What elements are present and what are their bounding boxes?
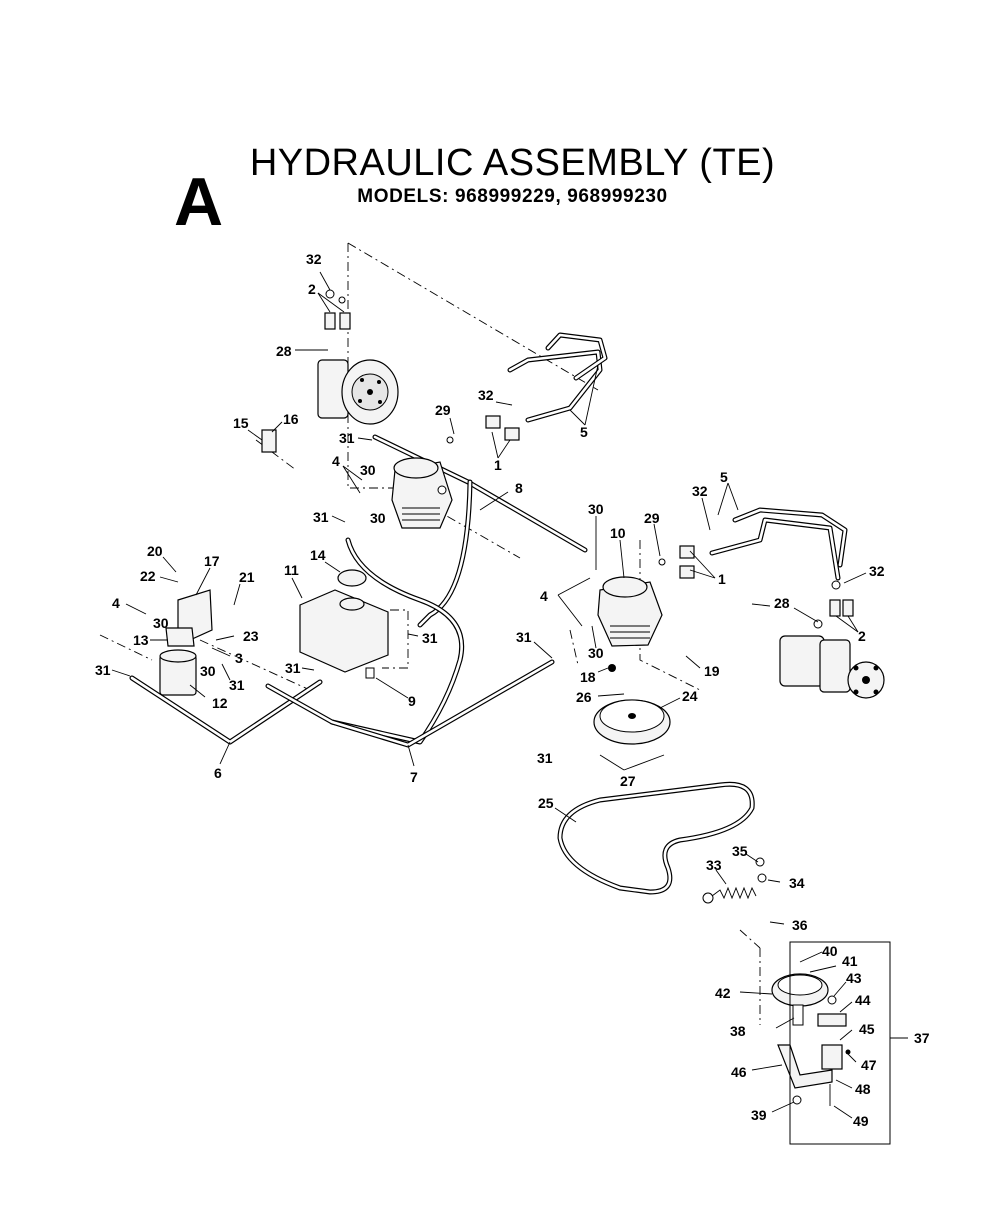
callout-39: 39 [751,1107,767,1123]
callout-31: 31 [285,660,301,676]
callout-2: 2 [308,281,316,297]
pump-pulley [593,699,671,745]
fittings [261,289,854,1105]
callout-18: 18 [580,669,596,685]
right-pump [597,576,663,647]
part-callouts: 32 2 28 32 29 1 5 15 16 31 4 30 30 8 31 … [95,251,930,1129]
callout-38: 38 [730,1023,746,1039]
callout-32: 32 [306,251,322,267]
oil-filter [159,589,213,696]
callout-4: 4 [332,453,340,469]
callout-11: 11 [284,562,299,578]
callout-30: 30 [360,462,376,478]
callout-49: 49 [853,1113,869,1129]
idler-pulley [771,973,847,1089]
callout-14: 14 [310,547,326,563]
upper-pump [391,457,453,529]
callout-10: 10 [610,525,626,541]
callout-31: 31 [516,629,532,645]
callout-22: 22 [140,568,156,584]
callout-3: 3 [235,650,243,666]
callout-31: 31 [422,630,438,646]
callout-45: 45 [859,1021,875,1037]
callout-16: 16 [283,411,299,427]
callout-42: 42 [715,985,731,1001]
callout-37: 37 [914,1030,930,1046]
callout-32: 32 [692,483,708,499]
callout-35: 35 [732,843,748,859]
callout-31: 31 [95,662,111,678]
page-letter: A [174,164,224,240]
callout-13: 13 [133,632,149,648]
callout-40: 40 [822,943,838,959]
drive-belt [557,781,755,895]
callout-30: 30 [588,645,604,661]
callout-44: 44 [855,992,871,1008]
callout-31: 31 [339,430,355,446]
callout-32: 32 [869,563,885,579]
callout-46: 46 [731,1064,747,1080]
callout-4: 4 [540,588,548,604]
callout-29: 29 [435,402,451,418]
callout-29: 29 [644,510,660,526]
callout-26: 26 [576,689,592,705]
reservoir-tank [299,569,389,679]
callout-7: 7 [410,769,418,785]
callout-20: 20 [147,543,163,559]
callout-33: 33 [706,857,722,873]
callout-25: 25 [538,795,554,811]
leader-lines [111,271,908,1119]
callout-24: 24 [682,688,698,704]
callout-8: 8 [515,480,523,496]
callout-5: 5 [720,469,728,485]
callout-6: 6 [214,765,222,781]
callout-32: 32 [478,387,494,403]
callout-30: 30 [200,663,216,679]
callout-47: 47 [861,1057,877,1073]
callout-4: 4 [112,595,120,611]
callout-21: 21 [239,569,255,585]
callout-28: 28 [774,595,790,611]
callout-30: 30 [588,501,604,517]
callout-43: 43 [846,970,862,986]
idler-assembly-box [789,941,891,1145]
upper-wheel-motor [317,359,399,425]
callout-23: 23 [243,628,259,644]
callout-28: 28 [276,343,292,359]
callout-36: 36 [792,917,808,933]
page-title: HYDRAULIC ASSEMBLY (TE) [249,142,776,184]
callout-31: 31 [537,750,553,766]
callout-30: 30 [370,510,386,526]
callout-34: 34 [789,875,805,891]
callout-1: 1 [718,571,726,587]
callout-9: 9 [408,693,416,709]
callout-19: 19 [704,663,720,679]
callout-2: 2 [858,628,866,644]
callout-41: 41 [842,953,858,969]
callout-27: 27 [620,773,636,789]
callout-30: 30 [153,615,169,631]
callout-31: 31 [313,509,329,525]
callout-31: 31 [229,677,245,693]
callout-5: 5 [580,424,588,440]
callout-17: 17 [204,553,220,569]
tension-spring [702,886,757,904]
models-subtitle: MODELS: 968999229, 968999230 [357,186,668,207]
callout-15: 15 [233,415,249,431]
callout-48: 48 [855,1081,871,1097]
callout-1: 1 [494,457,502,473]
right-wheel-motor [779,635,885,699]
callout-12: 12 [212,695,228,711]
